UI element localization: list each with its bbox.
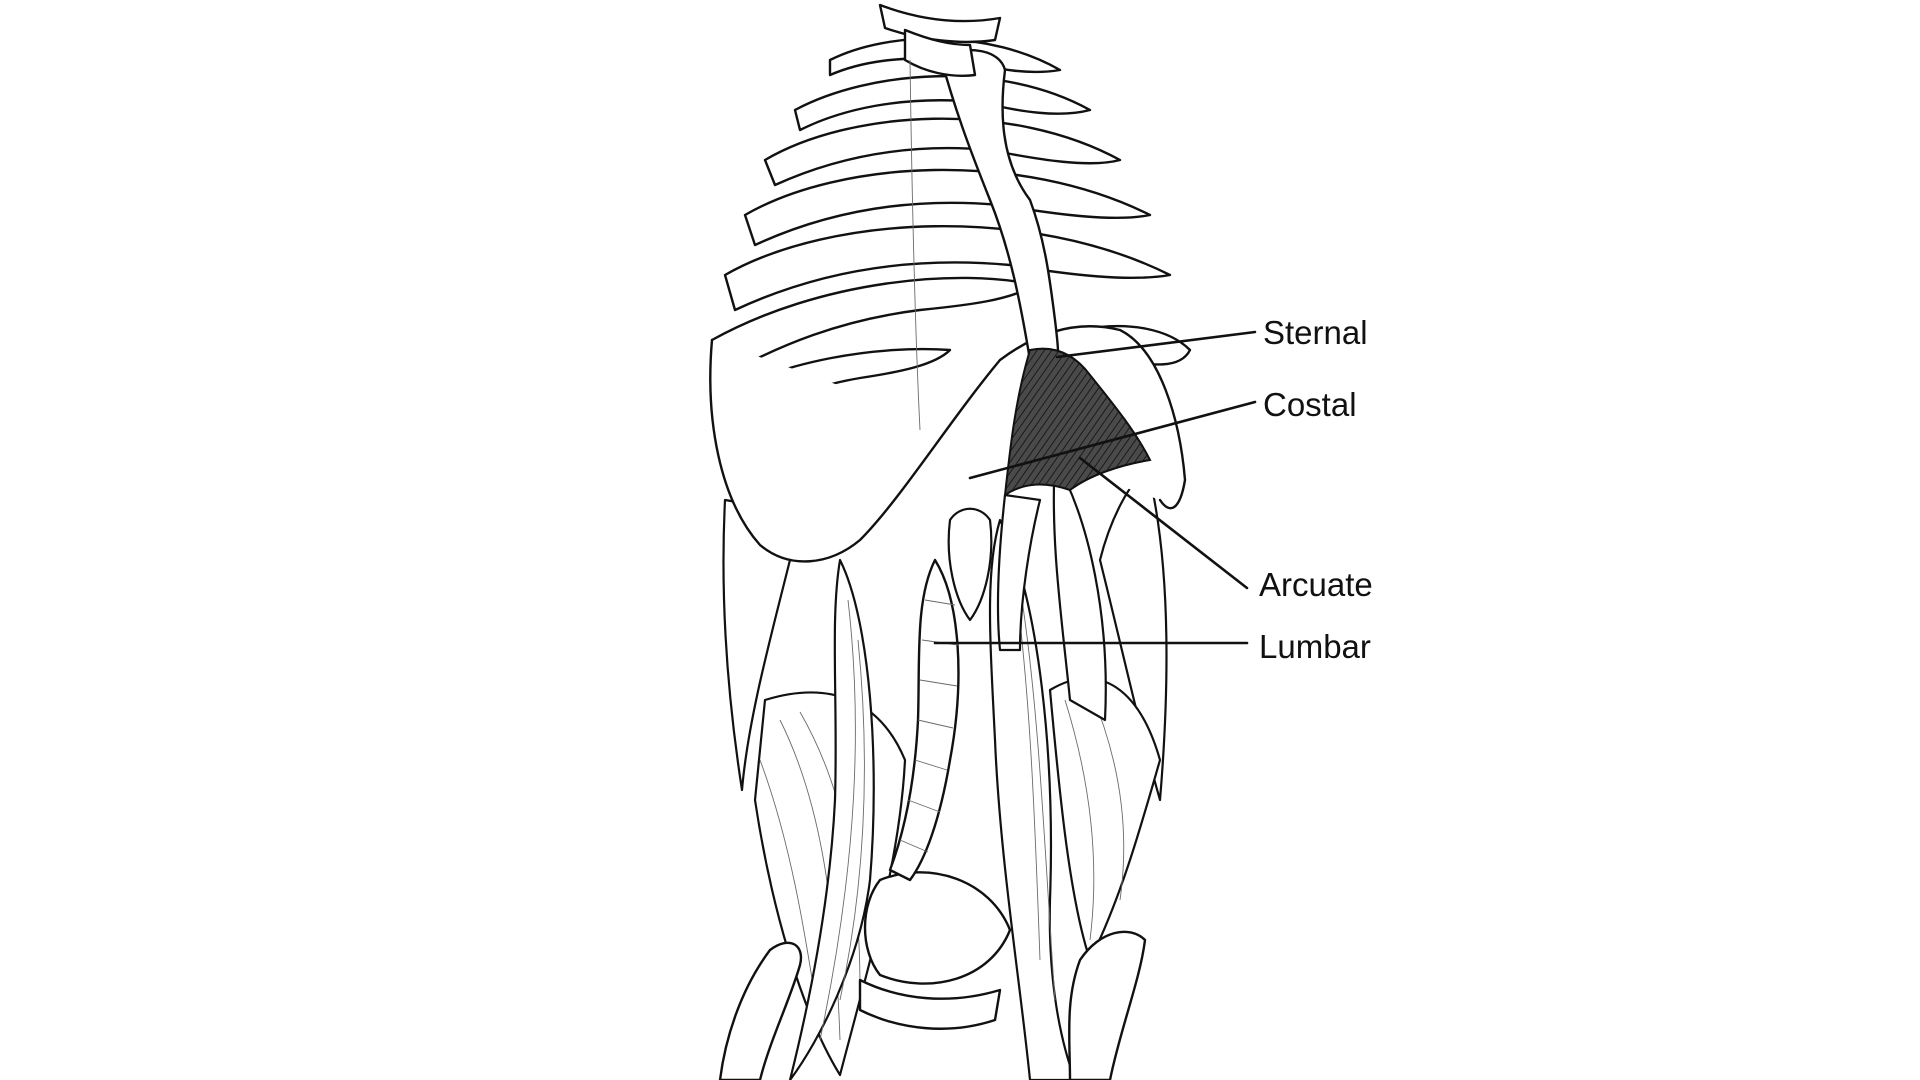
pelvis-muscles — [718, 458, 1168, 1080]
leader-lines — [933, 330, 1257, 645]
label-lumbar: Lumbar — [1259, 628, 1371, 665]
label-arcuate: Arcuate — [1259, 566, 1373, 603]
leader-costal — [968, 400, 1257, 480]
rib-cage — [709, 3, 1192, 563]
lumbar-spine — [888, 558, 960, 882]
label-sternal: Sternal — [1263, 314, 1368, 351]
leader-sternal — [1055, 330, 1257, 359]
leader-arcuate — [1078, 456, 1249, 590]
label-costal: Costal — [1263, 386, 1357, 423]
